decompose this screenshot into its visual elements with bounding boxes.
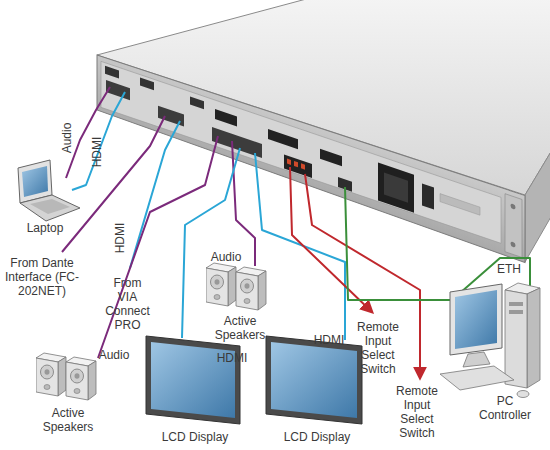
annotation-label: Remote Input Select Switch — [388, 384, 446, 440]
node-caption: Active Speakers — [202, 314, 278, 342]
annotation-label: Audio — [94, 348, 134, 362]
laptop-illustration — [18, 160, 80, 221]
laptop-keyboard — [30, 199, 70, 214]
cable-label: Audio — [60, 118, 74, 158]
tower-front — [505, 290, 527, 388]
pc-illustration — [440, 283, 540, 398]
monitor-frame — [450, 284, 502, 355]
hdmi-port — [105, 66, 119, 79]
annotation-label: ETH — [494, 262, 524, 276]
tower-side — [527, 288, 540, 388]
hdmi-cable — [255, 153, 345, 340]
equipment-node: LCD Display — [140, 328, 250, 444]
monitor-screen — [455, 290, 497, 349]
speaker-pair — [36, 353, 96, 400]
annotation-label: Remote Input Select Switch — [349, 320, 407, 376]
power-socket-inner — [384, 173, 408, 203]
equipment-node: Active Speakers — [200, 262, 280, 342]
terminal-block — [215, 109, 237, 126]
drive-bay — [509, 310, 523, 314]
device-rear-panel — [97, 50, 525, 263]
node-caption: Active Speakers — [30, 406, 106, 434]
annotation-label: Audio — [206, 250, 246, 264]
equipment-node: Laptop — [5, 160, 85, 235]
laptop-screen — [22, 166, 48, 197]
screw — [511, 203, 516, 210]
screw — [511, 241, 516, 248]
speaker-pair — [206, 263, 266, 310]
annotation-label: From Dante Interface (FC-202NET) — [3, 256, 81, 298]
hdmi-port — [140, 78, 154, 91]
equipment-node: PC Controller — [455, 278, 550, 422]
switcher-device — [97, 0, 550, 263]
hdmi-cable — [72, 92, 125, 190]
vent — [440, 194, 480, 216]
lcd-screen — [271, 342, 357, 418]
cable-label: HDMI — [113, 218, 127, 258]
terminal-pin — [294, 161, 298, 167]
lcd-illustration — [146, 336, 240, 424]
equipment-node: Active Speakers — [28, 352, 108, 434]
control-wire — [290, 167, 372, 312]
cable-label: HDMI — [90, 132, 104, 172]
annotation-label: HDMI — [212, 351, 252, 365]
terminal-block — [320, 149, 342, 166]
terminal-block — [268, 129, 298, 149]
terminal-block — [284, 155, 312, 179]
terminal-pin — [287, 159, 291, 165]
monitor-stand — [463, 352, 490, 367]
drive-bay — [509, 302, 523, 306]
power-switch — [422, 183, 434, 209]
audio-cable — [98, 136, 218, 358]
node-caption: Laptop — [6, 221, 84, 235]
hdmi-cable — [182, 148, 240, 338]
node-caption: LCD Display — [263, 430, 371, 444]
annotation-label: From VIA Connect PRO — [104, 276, 151, 332]
power-socket — [378, 163, 414, 213]
lcd-bezel — [266, 336, 362, 424]
hdmi-port — [190, 97, 204, 110]
node-caption: PC Controller — [474, 394, 536, 422]
ethernet-cable — [345, 187, 530, 300]
cables — [62, 87, 530, 378]
lcd-illustration — [266, 336, 362, 424]
terminal-pin — [301, 163, 305, 169]
rack-ear — [505, 194, 522, 258]
device-side — [525, 150, 550, 262]
laptop-base — [20, 195, 80, 221]
audio-cable — [232, 141, 255, 266]
panel-inset — [101, 61, 501, 243]
input-port — [106, 80, 130, 100]
node-caption: LCD Display — [141, 430, 249, 444]
lcd-bezel — [146, 336, 240, 424]
mouse — [517, 391, 529, 398]
annotation-label: HDMI — [309, 333, 349, 347]
keyboard — [440, 366, 514, 390]
